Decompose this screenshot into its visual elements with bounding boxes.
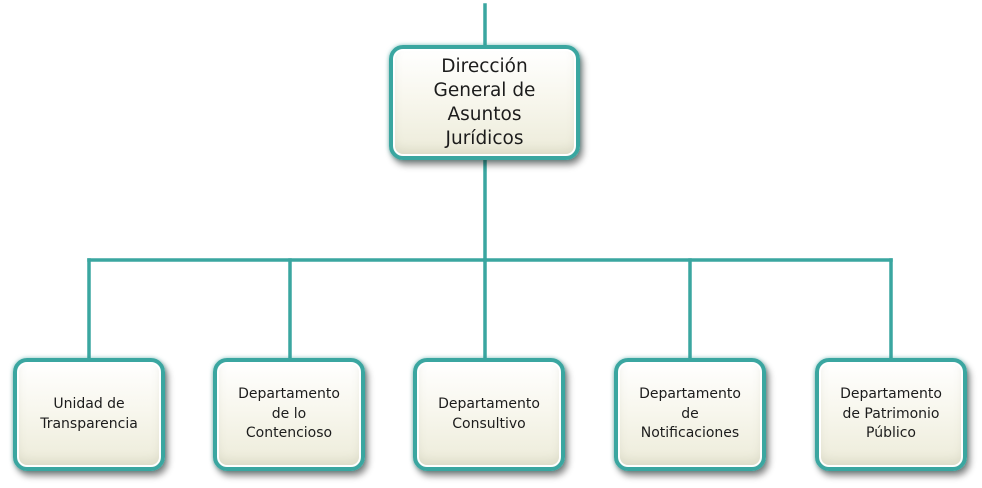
org-node-departamento-notificaciones: Departamento de Notificaciones [614, 358, 766, 471]
org-node-label: Departamento de Notificaciones [639, 386, 741, 442]
org-node-departamento-consultivo: Departamento Consultivo [413, 358, 565, 471]
org-node-label: Unidad de Transparencia [40, 396, 138, 432]
org-node-label: Departamento Consultivo [438, 396, 540, 432]
org-node-label: Departamento de Patrimonio Público [840, 386, 942, 442]
org-node-departamento-patrimonio: Departamento de Patrimonio Público [815, 358, 967, 471]
org-node-unidad-transparencia: Unidad de Transparencia [13, 358, 165, 471]
org-node-label: Departamento de lo Contencioso [238, 386, 340, 442]
org-node-label: Dirección General de Asuntos Jurídicos [433, 55, 536, 149]
org-node-departamento-contencioso: Departamento de lo Contencioso [213, 358, 365, 471]
org-node-direccion-general: Dirección General de Asuntos Jurídicos [389, 45, 580, 160]
